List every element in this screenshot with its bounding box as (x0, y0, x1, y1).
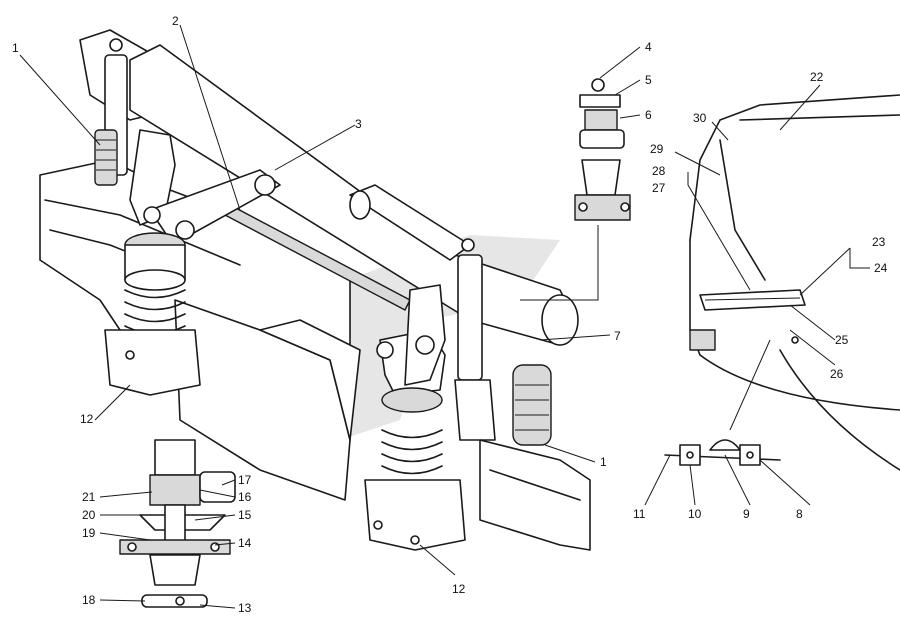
label-21: 21 (82, 490, 96, 504)
label-24: 24 (874, 261, 888, 275)
label-6: 6 (645, 108, 652, 122)
label-27: 27 (652, 181, 666, 195)
callout-labels: 1 2 3 4 5 6 7 8 9 10 11 12 12 1 13 14 15… (12, 14, 888, 615)
left-shock-absorber (94, 38, 128, 186)
label-4: 4 (645, 40, 652, 54)
label-13: 13 (238, 601, 252, 615)
label-3: 3 (355, 117, 362, 131)
label-29: 29 (650, 142, 664, 156)
label-15: 15 (238, 508, 252, 522)
leader-lines (19, 24, 870, 609)
right-lever-arm (376, 238, 496, 441)
label-26: 26 (830, 367, 844, 381)
bottom-left-detail (119, 439, 236, 608)
top-detail-assembly (520, 78, 631, 301)
right-frame-rail (479, 439, 591, 551)
label-17: 17 (238, 473, 252, 487)
label-23: 23 (872, 235, 886, 249)
label-12-left: 12 (80, 412, 94, 426)
left-spring-unit (104, 232, 201, 396)
label-10: 10 (688, 507, 702, 521)
label-14: 14 (238, 536, 252, 550)
label-11: 11 (633, 507, 646, 521)
label-1-right: 1 (600, 455, 607, 469)
label-12-right: 12 (452, 582, 466, 596)
label-22: 22 (810, 70, 824, 84)
label-9: 9 (743, 507, 750, 521)
label-18: 18 (82, 593, 96, 607)
label-19: 19 (82, 526, 96, 540)
label-16: 16 (238, 490, 252, 504)
label-5: 5 (645, 73, 652, 87)
label-8: 8 (796, 507, 803, 521)
label-30: 30 (693, 111, 707, 125)
label-20: 20 (82, 508, 96, 522)
bottom-right-detail (664, 439, 781, 466)
label-7: 7 (614, 329, 621, 343)
label-1-left: 1 (12, 41, 19, 55)
right-buffer (512, 364, 552, 446)
label-28: 28 (652, 164, 666, 178)
label-2: 2 (172, 14, 179, 28)
label-25: 25 (835, 333, 849, 347)
cab-outline-right (689, 94, 900, 471)
